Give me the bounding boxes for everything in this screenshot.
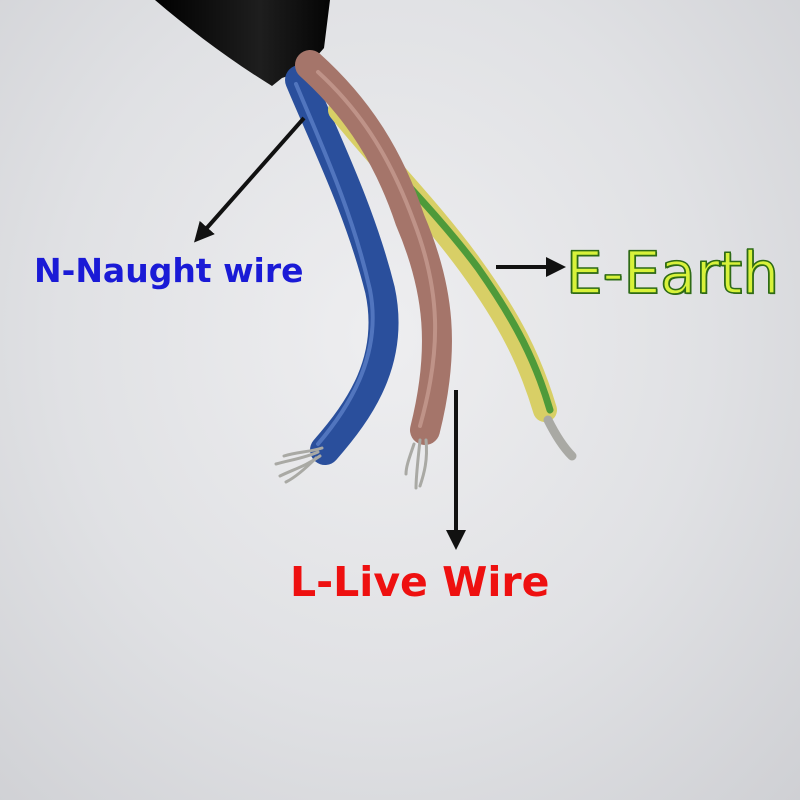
neutral-arrow	[194, 116, 306, 243]
live-wire-label: L-Live Wire	[290, 558, 550, 606]
blue-neutral-wire	[285, 65, 399, 465]
neutral-wire-label: N-Naught wire	[34, 251, 304, 290]
earth-wire-label: E-Earth	[565, 239, 780, 307]
earth-wire-copper-strands	[543, 415, 577, 461]
cable-sheath	[155, 0, 330, 86]
brown-wire-copper-strands	[404, 438, 428, 490]
blue-wire-copper-strands	[274, 446, 324, 484]
